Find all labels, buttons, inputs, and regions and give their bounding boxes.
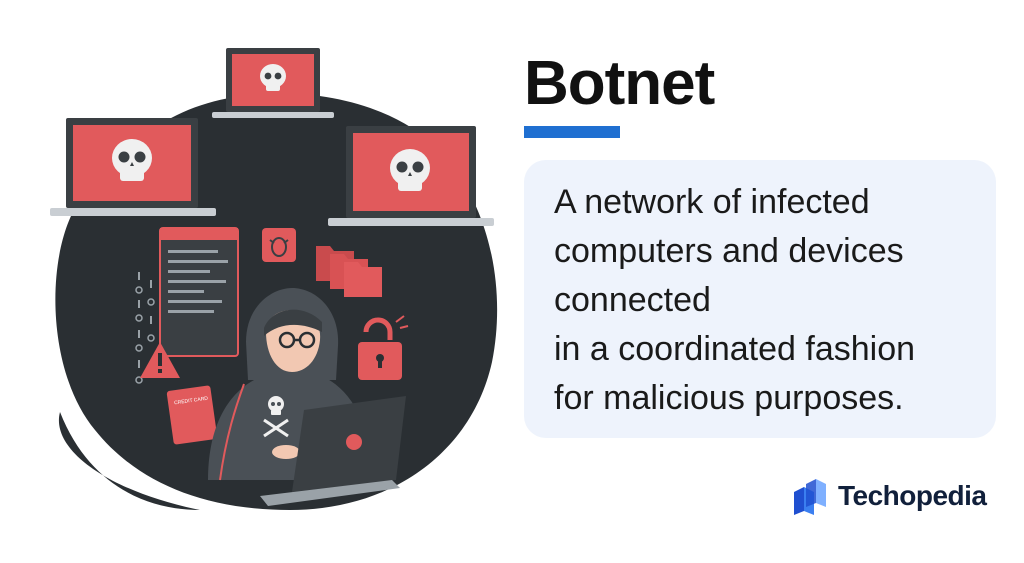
definition-line: connected bbox=[554, 281, 711, 319]
definition-line: in a coordinated fashion bbox=[554, 330, 916, 368]
bug-icon bbox=[262, 228, 296, 262]
definition-line: for malicious purposes. bbox=[554, 379, 904, 417]
laptop-right-icon bbox=[328, 126, 494, 226]
techopedia-logo-icon bbox=[794, 479, 826, 515]
definition-line: A network of infected bbox=[554, 183, 870, 221]
laptop-top-icon bbox=[212, 48, 334, 118]
skull-crossbones-icon bbox=[263, 396, 289, 438]
credit-card-icon: CREDIT CARD bbox=[166, 385, 218, 445]
unlocked-padlock-icon bbox=[358, 315, 409, 380]
folder-stack-icon bbox=[316, 246, 382, 297]
skull-icon bbox=[390, 149, 430, 191]
skull-icon bbox=[260, 64, 286, 91]
background-swoosh bbox=[58, 412, 200, 510]
binary-code-icon bbox=[135, 272, 155, 384]
hacker-laptop-icon bbox=[260, 396, 406, 506]
definition-line: computers and devices bbox=[554, 232, 904, 270]
hacker-scene: CREDIT CARD bbox=[50, 48, 498, 511]
botnet-illustration: CREDIT CARD bbox=[40, 40, 500, 520]
brand-name: Techopedia bbox=[838, 480, 987, 511]
credit-card-label: CREDIT CARD bbox=[174, 396, 209, 407]
skull-icon bbox=[112, 139, 152, 181]
definition-card: A network of infected computers and devi… bbox=[524, 160, 996, 438]
definition-text: A network of infected computers and devi… bbox=[554, 178, 976, 423]
title-underline bbox=[524, 126, 620, 138]
page-title: Botnet bbox=[524, 49, 715, 118]
warning-icon bbox=[140, 342, 180, 378]
code-window-icon bbox=[159, 227, 239, 357]
brand-logo: Techopedia bbox=[792, 476, 987, 516]
laptop-left-icon bbox=[50, 118, 216, 216]
